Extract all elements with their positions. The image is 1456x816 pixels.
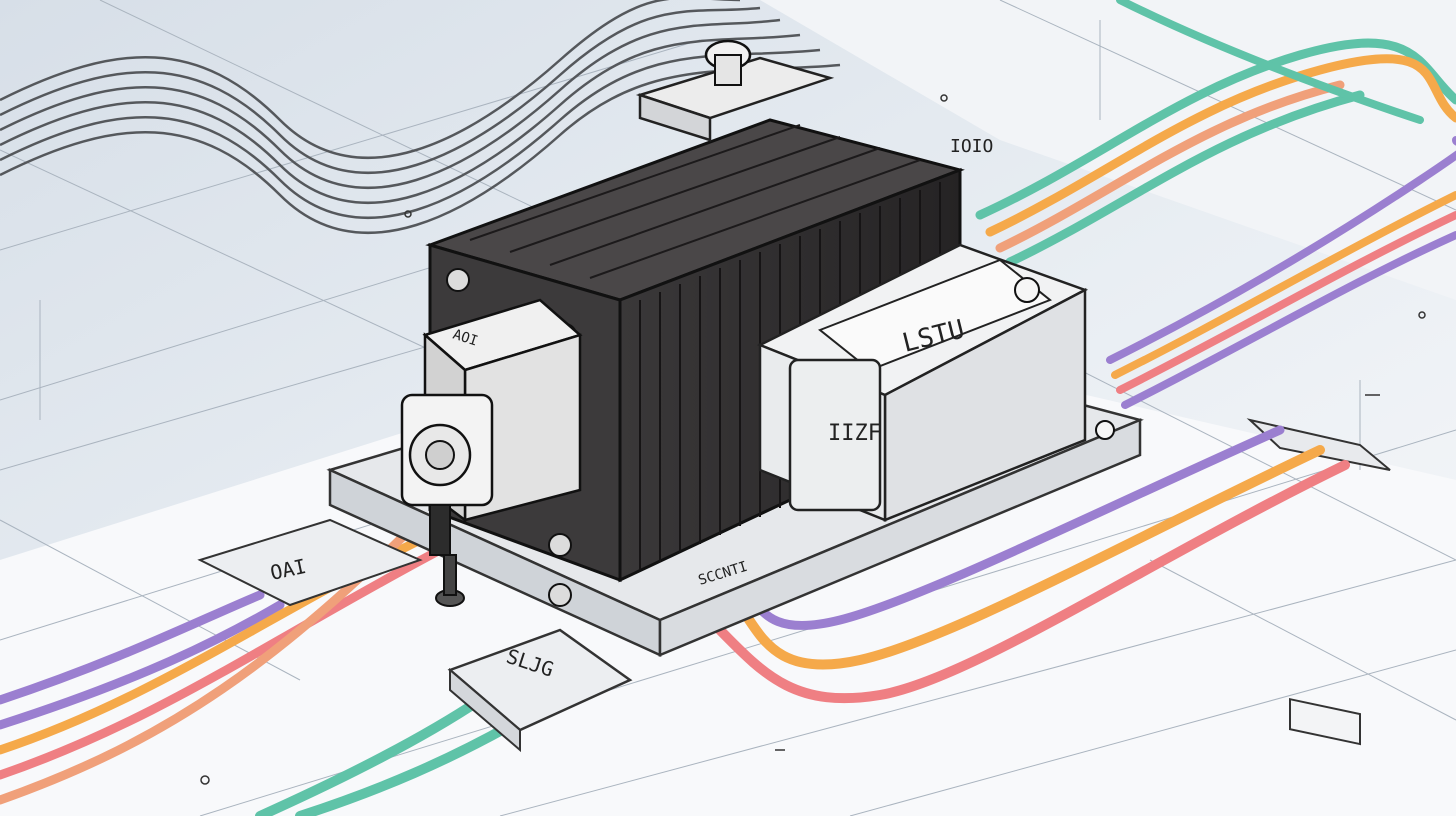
connector-right <box>1246 418 1391 746</box>
wires-upper-right <box>975 0 1456 409</box>
driver-module: LSTU IIZF <box>756 243 1115 522</box>
screw-top-left-icon <box>446 268 470 292</box>
connector-center: SLJG <box>447 628 633 753</box>
shaft-icon <box>425 440 455 470</box>
grey-cables <box>0 0 841 234</box>
connector-right-label: IOIO <box>950 136 993 157</box>
encoder-block: AOI <box>400 298 583 607</box>
top-bracket <box>635 39 835 142</box>
driver-side-label: IIZF <box>828 421 881 446</box>
screw-base-icon <box>548 583 572 607</box>
screw-bottom-right-icon <box>548 533 572 557</box>
encoder-label: AOI <box>451 327 480 350</box>
motor-top-fins <box>469 124 921 279</box>
driver-bolt-icon <box>1095 420 1115 440</box>
driver-screw-icon <box>1014 277 1040 303</box>
detail-marks <box>200 94 1426 785</box>
connector-left: OAI <box>197 518 423 607</box>
